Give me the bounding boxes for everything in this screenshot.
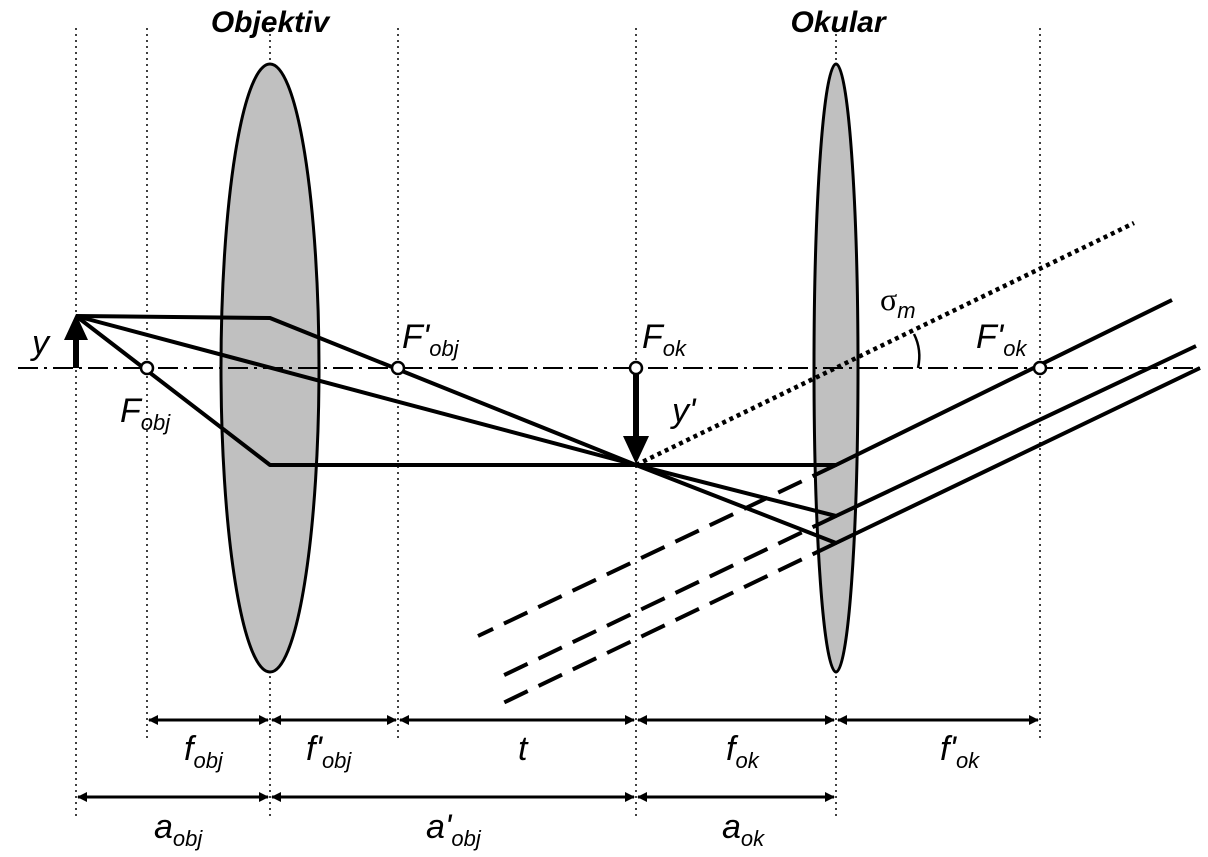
virtual-ray-1 (477, 463, 837, 638)
focal-point-f-obj (139, 360, 155, 376)
f-ok-prime-label: F'ok (976, 318, 1028, 361)
object-arrow (64, 314, 88, 368)
image-arrow (623, 368, 649, 464)
virtual-ray-2 (495, 514, 837, 681)
objective-title: Objektiv (211, 6, 332, 39)
f-obj-prime-label: F'obj (402, 318, 460, 361)
dim-label-f-ok: fok (726, 730, 760, 773)
focal-point-f-ok-prime (1032, 360, 1048, 376)
object-label: y (30, 324, 51, 362)
focal-point-f-ok (628, 360, 644, 376)
angle-reference-ray (635, 220, 1135, 468)
ocular-title: Okular (790, 6, 887, 39)
dim-label-f-obj: fobj (184, 730, 224, 773)
ray-lower-1 (635, 344, 1197, 518)
ray-parallel (75, 314, 637, 467)
angle-label: σm (880, 281, 916, 323)
dim-label-a-obj: aobj (154, 808, 203, 851)
f-obj-label: Fobj (120, 392, 171, 435)
dim-label-a-ok: aok (722, 808, 765, 851)
dimension-arrows (77, 715, 1039, 802)
ray-lower-2 (635, 366, 1201, 545)
dim-label-a-obj-prime: a'obj (426, 808, 482, 851)
angle-arc (912, 333, 921, 369)
dim-label-f-ok-prime: f'ok (940, 730, 980, 773)
f-ok-label: Fok (642, 318, 687, 361)
virtual-rays (477, 463, 837, 705)
virtual-ray-3 (502, 541, 837, 705)
focal-points (139, 360, 1048, 376)
ray-focal (74, 298, 1173, 467)
focal-point-f-obj-prime (390, 360, 406, 376)
ray-chief (75, 314, 637, 467)
dim-label-t: t (518, 730, 529, 768)
image-label: y' (670, 392, 697, 430)
dim-label-f-obj-prime: f'obj (306, 730, 352, 773)
